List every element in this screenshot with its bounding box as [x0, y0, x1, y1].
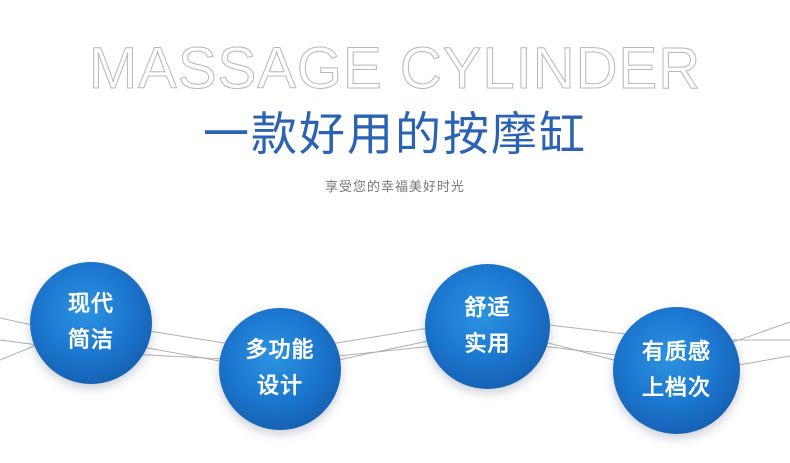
feature-text: 实用 — [464, 331, 511, 357]
feature-circle-modern: 现代 简洁 — [30, 262, 152, 384]
english-title: MASSAGE CYLINDER — [88, 36, 702, 102]
feature-text: 现代 — [67, 292, 114, 317]
feature-text: 多功能 — [245, 338, 315, 363]
chinese-title: 一款好用的按摩缸 — [203, 107, 587, 161]
feature-circle-multifunction: 多功能 设计 — [219, 308, 341, 430]
feature-text: 舒适 — [464, 295, 511, 321]
subtitle: 享受您的幸福美好时光 — [324, 180, 465, 195]
feature-text: 上档次 — [641, 375, 711, 401]
feature-text: 有质感 — [641, 339, 711, 365]
feature-circle-comfort: 舒适 实用 — [425, 264, 550, 389]
feature-text: 设计 — [256, 374, 303, 399]
feature-circle-quality: 有质感 上档次 — [613, 307, 740, 434]
feature-text: 简洁 — [67, 328, 114, 353]
